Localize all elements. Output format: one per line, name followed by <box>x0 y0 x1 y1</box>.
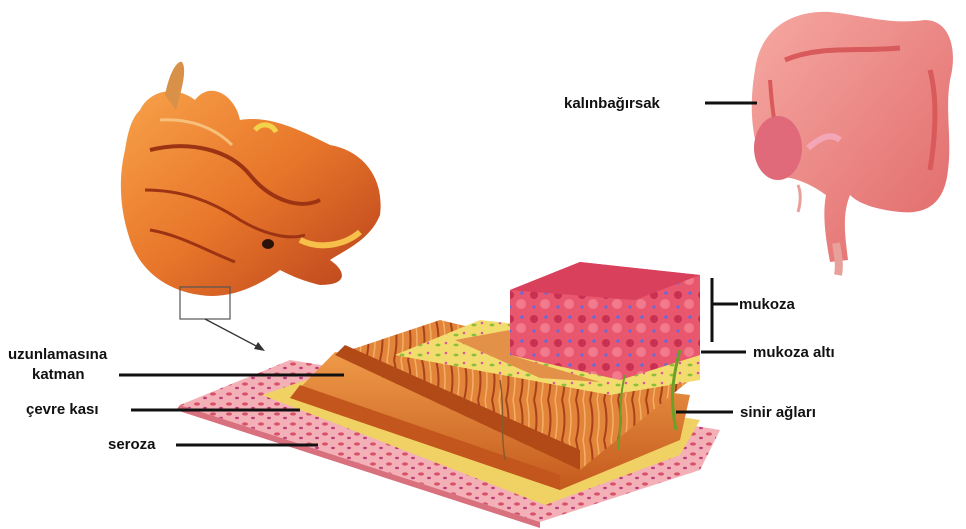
label-circular-muscle: çevre kası <box>26 401 99 418</box>
label-mucosa: mukoza <box>739 296 795 313</box>
label-large-intestine: kalınbağırsak <box>564 95 660 112</box>
label-nerve-plexus: sinir ağları <box>740 404 816 421</box>
label-longitudinal-line2: katman <box>32 366 85 383</box>
label-longitudinal-line1: uzunlamasına <box>8 346 107 363</box>
label-serosa: seroza <box>108 436 156 453</box>
intestinal-wall-block <box>176 262 720 528</box>
large-intestine-illustration <box>752 12 953 275</box>
stomach-illustration <box>121 62 381 351</box>
label-submucosa: mukoza altı <box>753 344 835 361</box>
